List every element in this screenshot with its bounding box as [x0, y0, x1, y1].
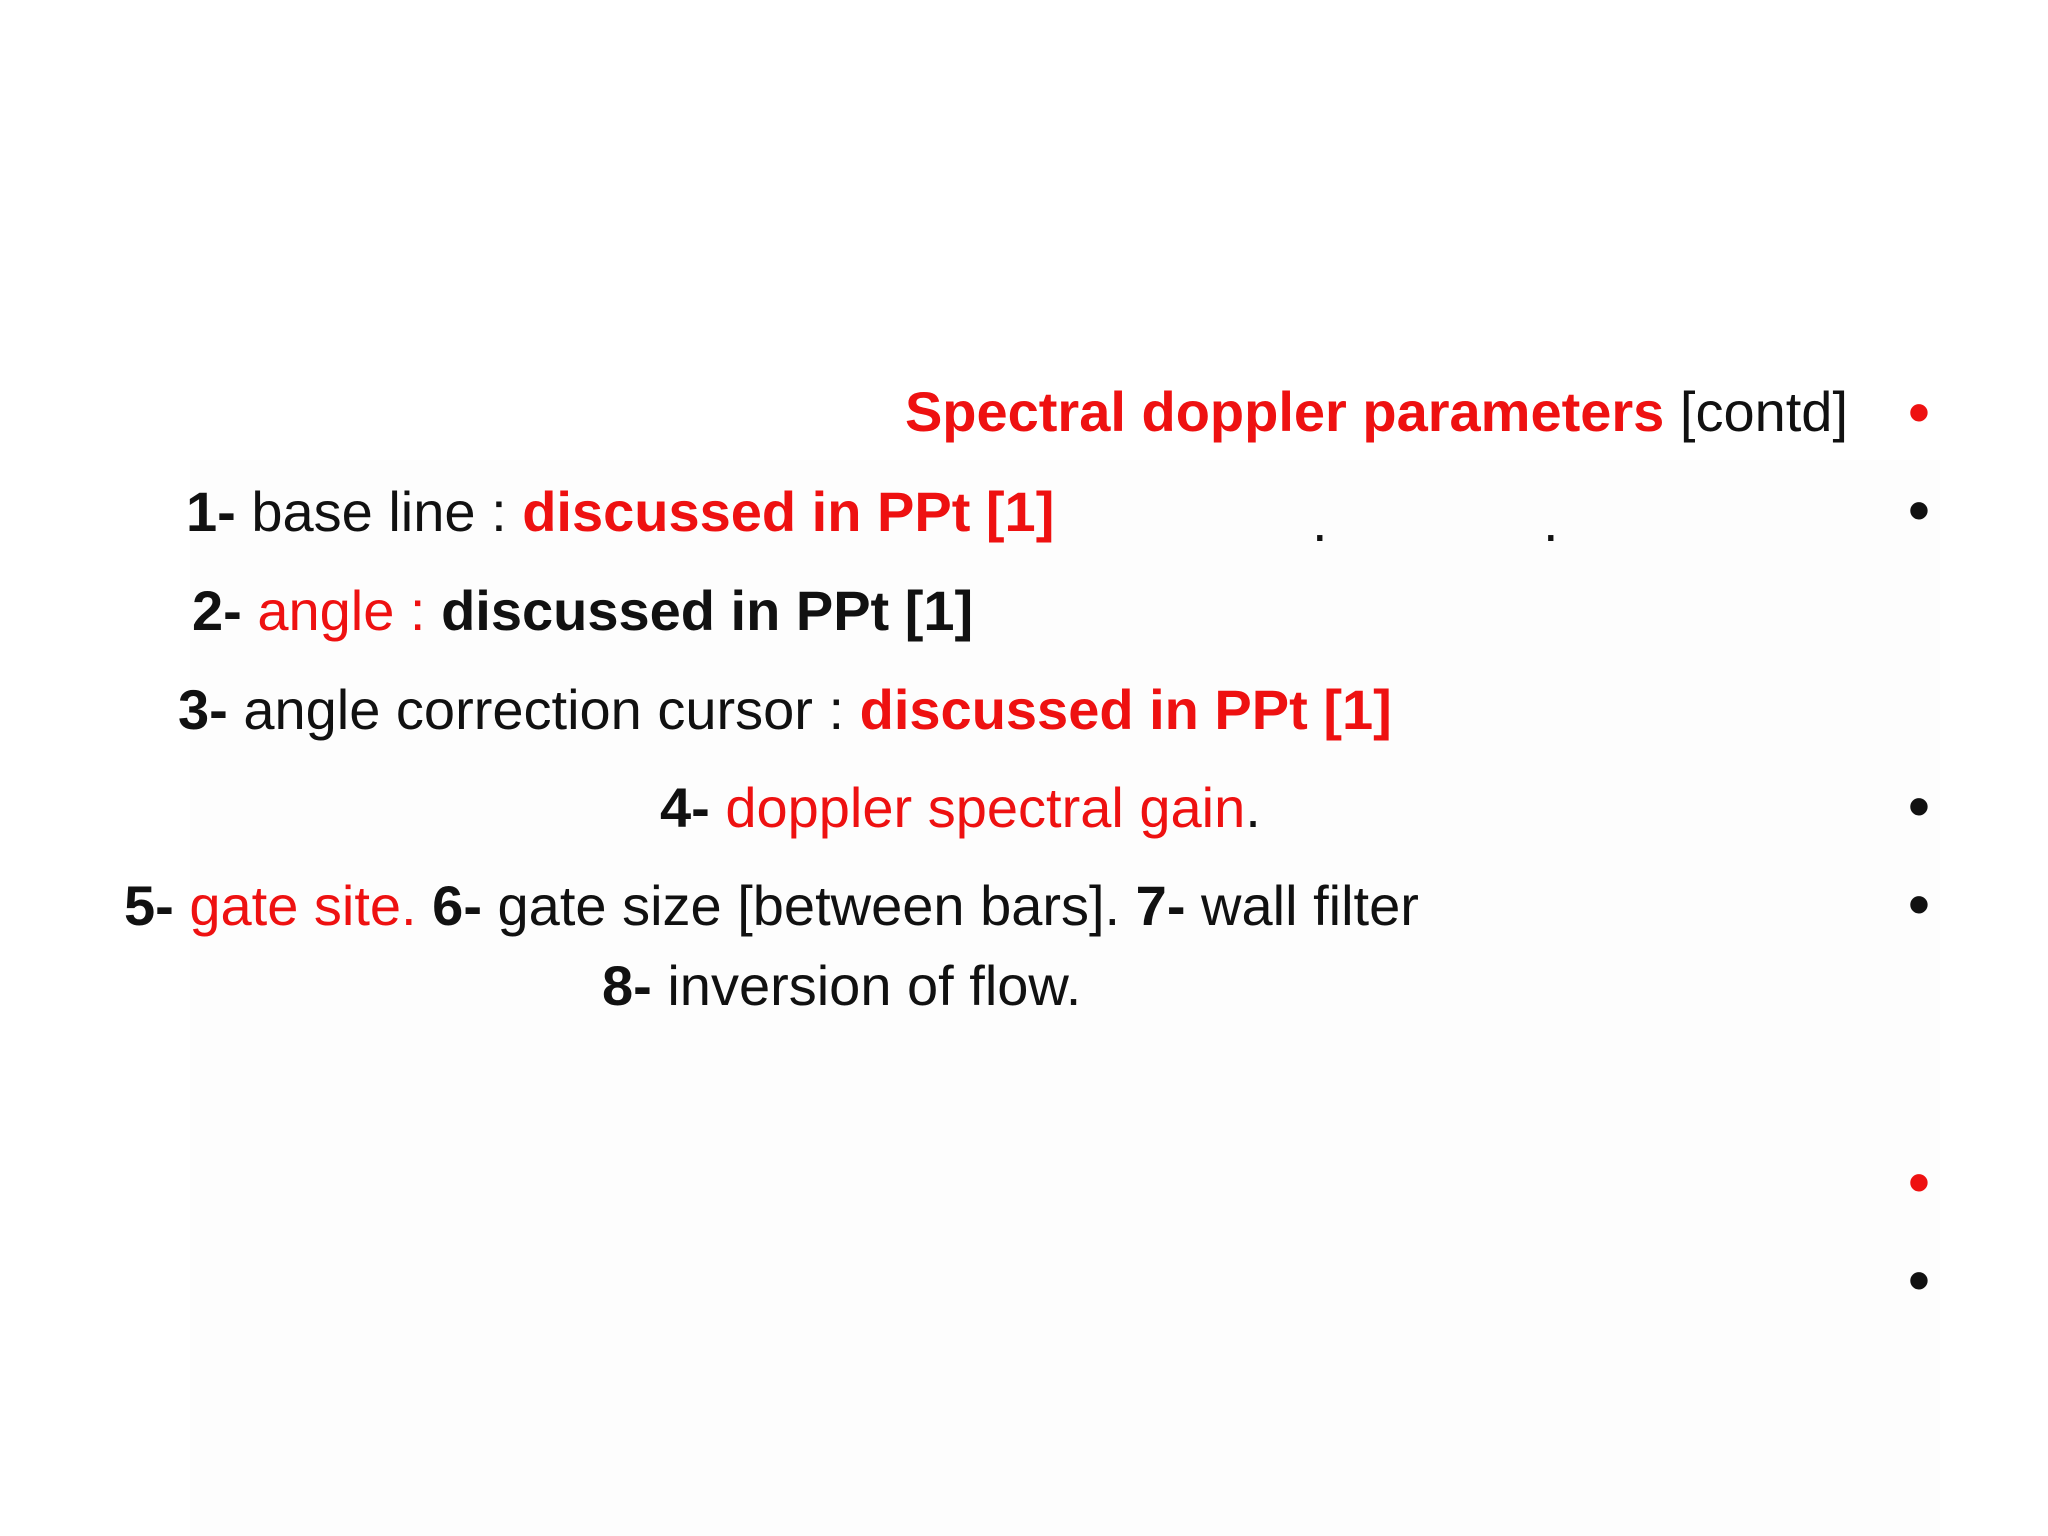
item-label: angle : [241, 579, 442, 642]
item-note: discussed in PPt [1] [859, 678, 1392, 741]
bullet-icon: • [1907, 1244, 1931, 1316]
stray-dot: . [1312, 490, 1328, 553]
stray-dot: . [1543, 490, 1559, 553]
bullet-icon: • [1907, 1146, 1931, 1218]
item-label: doppler spectral gain [709, 776, 1246, 839]
item-label: gate site. [173, 874, 417, 937]
title-main: Spectral doppler parameters [904, 380, 1665, 443]
item-number: 3- [178, 678, 228, 741]
list-item-4: 4- doppler spectral gain. [660, 772, 1261, 844]
list-item-8: 8- inversion of flow. [602, 950, 1081, 1022]
item-label: wall filter [1185, 874, 1419, 937]
slide-title: Spectral doppler parameters [contd] [905, 376, 1848, 448]
item-number: 7- [1120, 874, 1186, 937]
item-end: . [1245, 776, 1261, 839]
item-label: base line : [235, 480, 523, 543]
list-item-5-7: 5- gate site. 6- gate size [between bars… [124, 870, 1419, 942]
bullet-icon: • [1907, 376, 1931, 448]
item-label: angle correction cursor : [227, 678, 860, 741]
bullet-icon: • [1907, 868, 1931, 940]
list-item-3: 3- angle correction cursor : discussed i… [178, 674, 1392, 746]
item-label: inversion of flow. [651, 954, 1082, 1017]
list-item-2: 2- angle : discussed in PPt [1] [192, 575, 973, 647]
item-number: 4- [660, 776, 710, 839]
item-label: gate size [between bars]. [481, 874, 1121, 937]
item-number: 6- [416, 874, 482, 937]
item-number: 1- [186, 480, 236, 543]
bullet-icon: • [1907, 770, 1931, 842]
item-number: 8- [602, 954, 652, 1017]
list-item-1: 1- base line : discussed in PPt [1] [186, 476, 1054, 548]
content-panel [190, 460, 1940, 1536]
item-number: 5- [124, 874, 174, 937]
bullet-icon: • [1907, 474, 1931, 546]
item-note: discussed in PPt [1] [441, 579, 974, 642]
title-suffix: [contd] [1664, 380, 1848, 443]
item-number: 2- [192, 579, 242, 642]
item-note: discussed in PPt [1] [522, 480, 1055, 543]
